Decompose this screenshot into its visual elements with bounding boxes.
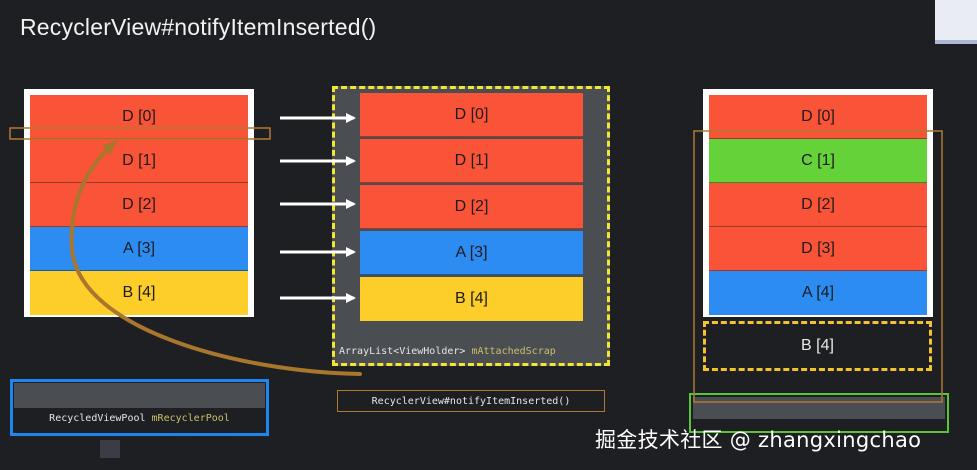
left-item-3-label: A [3] [122,239,156,257]
right-item-3-label: D [3] [801,239,835,257]
grey-square [100,440,120,458]
watermark: 掘金技术社区 @ zhangxingchao [595,428,922,452]
right-item-0-label: D [0] [801,107,835,125]
scrap-item-3: A [3] [360,231,583,275]
right-item-2-label: D [2] [801,195,835,213]
attached-scrap-type: ArrayList<ViewHolder> [339,346,466,357]
right-item-1: C [1] [709,139,927,183]
left-item-0-label: D [0] [122,107,156,125]
right-dashed-item-label: B [4] [801,337,834,354]
right-item-3: D [3] [709,227,927,271]
recycled-view-pool-type: RecycledViewPool [49,413,146,424]
corner-thumbnail-strip [935,40,977,44]
scrap-item-1-label: D [1] [454,151,489,169]
scrap-item-4: B [4] [360,277,583,321]
scrap-item-0-label: D [0] [454,105,489,123]
page-title: RecyclerView#notifyItemInserted() [20,14,377,40]
left-item-2: D [2] [30,183,248,227]
left-item-1-label: D [1] [122,151,156,169]
scrap-item-0: D [0] [360,93,583,137]
right-highlight-outline [693,130,943,403]
scrap-item-2-label: D [2] [454,197,489,215]
attached-scrap-label: ArrayList<ViewHolder> mAttachedScrap [339,346,556,357]
recycled-view-pool-name: mRecyclerPool [151,413,230,424]
recycled-view-pool-label: RecycledViewPool mRecyclerPool [13,413,266,424]
notify-call-text: RecyclerView#notifyItemInserted() [371,395,571,407]
scrap-item-1: D [1] [360,139,583,183]
right-item-1-label: C [1] [801,151,835,169]
left-item-2-label: D [2] [122,195,156,213]
right-recyclerview-panel: D [0] C [1] D [2] D [3] A [4] [703,89,933,317]
attached-scrap-name: mAttachedScrap [471,346,556,357]
insert-curve-arrow [69,139,362,376]
right-item-4-label: A [4] [801,284,835,301]
left-item-4: B [4] [30,271,248,315]
scrap-item-4-label: B [4] [455,290,488,307]
recycled-view-pool-slot [14,383,265,408]
right-item-4: A [4] [709,271,927,315]
left-item-1: D [1] [30,139,248,183]
left-item-3: A [3] [30,227,248,271]
scrap-item-2: D [2] [360,185,583,229]
scrap-item-3-label: A [3] [455,243,488,261]
right-dashed-item: B [4] [703,321,932,371]
right-item-2: D [2] [709,183,927,227]
left-item-4-label: B [4] [122,284,156,301]
left-highlight-outline [9,127,271,140]
notify-call-label: RecyclerView#notifyItemInserted() [337,390,605,412]
corner-thumbnail [935,0,977,44]
